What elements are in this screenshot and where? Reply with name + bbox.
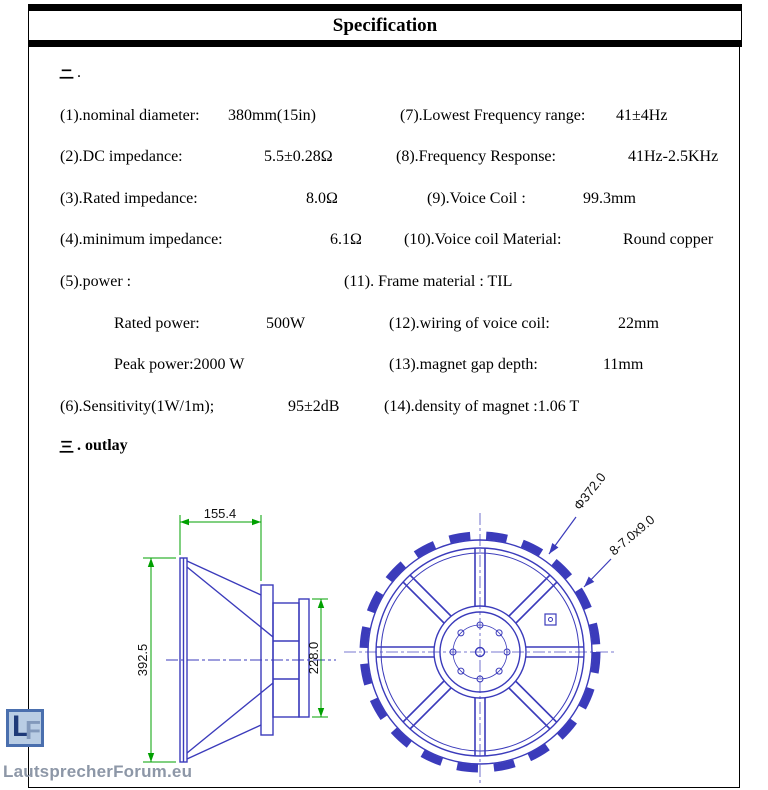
watermark-logo: L F xyxy=(6,709,44,747)
spec-value: 500W xyxy=(266,315,306,332)
section-2-heading: . xyxy=(58,64,81,82)
spec-value: 6.1Ω xyxy=(330,231,362,248)
spec-label: (11). Frame material : TIL xyxy=(344,273,513,290)
spec-label: (2).DC impedance: xyxy=(60,148,183,165)
spec-value: 22mm xyxy=(618,315,659,332)
dimension-label: 392.5 xyxy=(135,644,150,677)
spec-label: Peak power:2000 W xyxy=(114,356,245,373)
page-title: Specification xyxy=(332,14,438,36)
spec-row: (5).power : (11). Frame material : TIL xyxy=(0,273,768,295)
section-3-suffix: . outlay xyxy=(77,437,128,454)
dimension-label: 8-7.0x9.0 xyxy=(606,512,657,558)
dimension-label: 228.0 xyxy=(306,642,321,675)
watermark-logo-letter-l: L xyxy=(12,710,31,743)
spec-label: (3).Rated impedance: xyxy=(60,190,198,207)
spec-row: (3).Rated impedance: 8.0Ω (9).Voice Coil… xyxy=(0,190,768,212)
spec-row: (6).Sensitivity(1W/1m); 95±2dB (14).dens… xyxy=(0,398,768,420)
spec-label: (9).Voice Coil : xyxy=(427,190,526,207)
header: Specification xyxy=(28,4,742,47)
spec-value: 41±4Hz xyxy=(616,107,668,124)
watermark-logo-letter-f: F xyxy=(25,715,41,745)
watermark-site-text: LautsprecherForum.eu xyxy=(3,762,193,781)
section-3-heading: . outlay xyxy=(58,437,128,455)
spec-label: (5).power : xyxy=(60,273,132,290)
spec-row: Rated power: 500W (12).wiring of voice c… xyxy=(0,315,768,337)
spec-label: (10).Voice coil Material: xyxy=(404,231,562,248)
spec-label: (4).minimum impedance: xyxy=(60,231,223,248)
spec-value: 95±2dB xyxy=(288,398,340,415)
spec-row: (1).nominal diameter: 380mm(15in) (7).Lo… xyxy=(0,107,768,129)
spec-value: 5.5±0.28Ω xyxy=(264,148,333,165)
spec-value: 11mm xyxy=(603,356,644,373)
spec-value: 380mm(15in) xyxy=(228,107,316,124)
dimension-lines xyxy=(143,515,328,763)
spec-row: (4).minimum impedance: 6.1Ω (10).Voice c… xyxy=(0,231,768,253)
spec-value: Round copper xyxy=(623,231,714,248)
leader-lines xyxy=(548,516,612,588)
spec-label: (13).magnet gap depth: xyxy=(389,356,538,373)
dimension-label: 155.4 xyxy=(204,506,237,521)
spec-value: 41Hz-2.5KHz xyxy=(628,148,719,165)
section-2-suffix: . xyxy=(77,64,81,81)
spec-row: (2).DC impedance: 5.5±0.28Ω (8).Frequenc… xyxy=(0,148,768,170)
cjk-numeral-three-icon xyxy=(59,440,74,453)
spec-label: (7).Lowest Frequency range: xyxy=(400,107,586,124)
spec-label: (14).density of magnet :1.06 T xyxy=(384,398,580,415)
front-view-centerlines xyxy=(344,513,616,785)
spec-label: (12).wiring of voice coil: xyxy=(389,315,550,332)
cjk-numeral-two-icon xyxy=(59,68,74,79)
spec-value: 8.0Ω xyxy=(306,190,338,207)
spec-label: (6).Sensitivity(1W/1m); xyxy=(60,398,215,415)
spec-row: Peak power:2000 W (13).magnet gap depth:… xyxy=(0,356,768,378)
spec-label: (1).nominal diameter: xyxy=(60,107,200,124)
spec-label: Rated power: xyxy=(114,315,200,332)
spec-value: 99.3mm xyxy=(583,190,636,207)
content-frame xyxy=(28,47,740,788)
outline-drawing: 155.4 392.5 228.0 xyxy=(135,470,657,785)
spec-label: (8).Frequency Response: xyxy=(396,148,556,165)
dimension-label: Φ372.0 xyxy=(571,470,609,513)
front-view-drawing xyxy=(359,531,601,773)
